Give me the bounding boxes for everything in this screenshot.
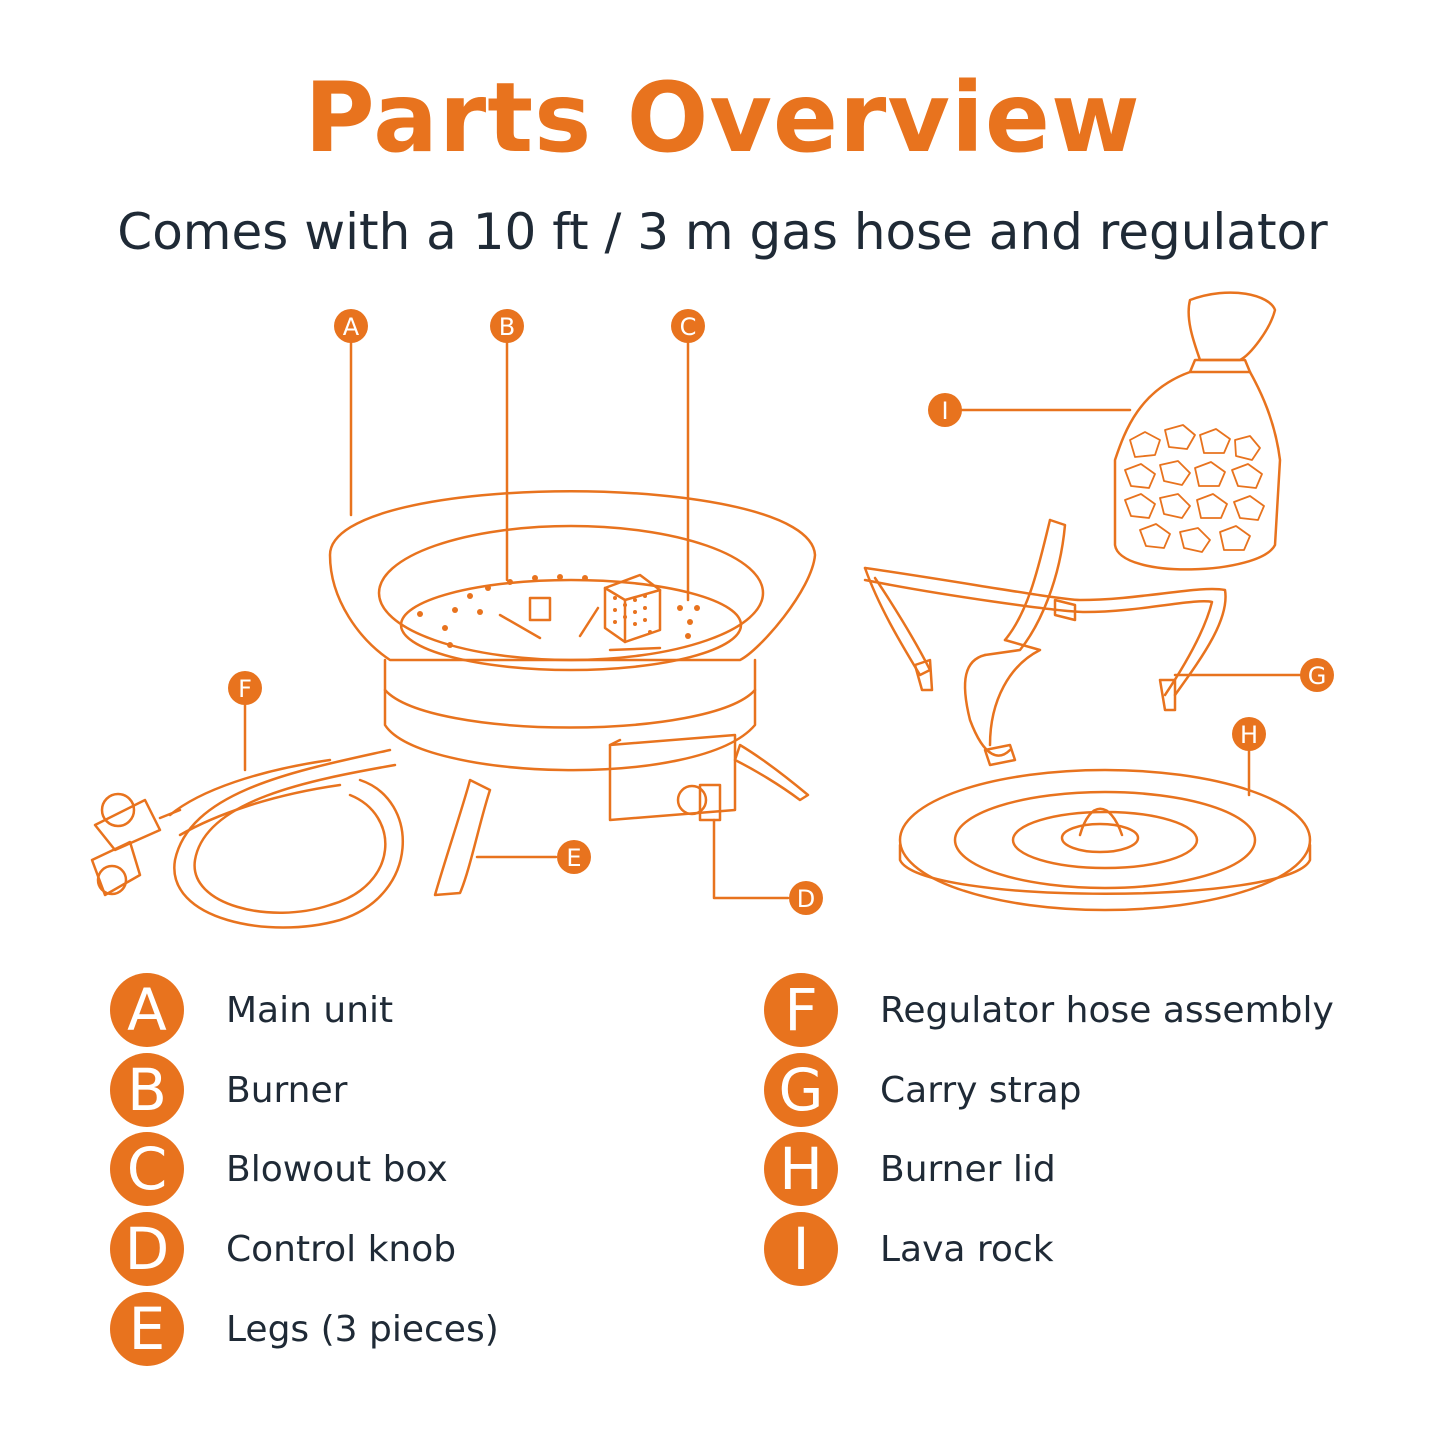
lava-rock-bag-drawing	[1113, 291, 1282, 571]
legend-letter: E	[110, 1292, 184, 1366]
legend-label: Carry strap	[880, 1069, 1082, 1111]
callout-markers: A B C D E F G H	[228, 309, 1334, 915]
legend-letter: A	[110, 973, 184, 1047]
legend-item-f: F Regulator hose assembly	[764, 973, 1334, 1047]
callout-h: H	[1232, 717, 1266, 751]
legend-letter: F	[764, 973, 838, 1047]
callout-a: A	[334, 309, 368, 343]
page-subtitle: Comes with a 10 ft / 3 m gas hose and re…	[117, 203, 1328, 261]
legend-label: Main unit	[226, 989, 394, 1031]
legend-label: Burner lid	[880, 1148, 1056, 1190]
legend-item-a: A Main unit	[110, 973, 393, 1047]
svg-text:D: D	[797, 885, 815, 913]
legend-item-c: C Blowout box	[110, 1132, 448, 1206]
carry-strap-drawing	[863, 518, 1227, 767]
leader-lines	[243, 340, 1302, 900]
legend-label: Lava rock	[880, 1228, 1054, 1270]
legend-letter: D	[110, 1212, 184, 1286]
legend-label: Regulator hose assembly	[880, 989, 1334, 1031]
callout-c: C	[671, 309, 705, 343]
legend-item-i: I Lava rock	[764, 1212, 1054, 1286]
legend-label: Blowout box	[226, 1148, 448, 1190]
callout-i: I	[928, 393, 962, 427]
svg-text:E: E	[566, 844, 581, 872]
callout-g: G	[1300, 658, 1334, 692]
legend-item-b: B Burner	[110, 1053, 347, 1127]
callout-f: F	[228, 671, 262, 705]
legend-label: Legs (3 pieces)	[226, 1308, 499, 1350]
burner-ports-drawing	[417, 574, 700, 648]
lava-rocks-drawing	[1124, 424, 1265, 553]
callout-b: B	[490, 309, 524, 343]
svg-text:I: I	[941, 397, 948, 425]
main-unit-drawing	[328, 490, 817, 897]
svg-text:A: A	[343, 313, 360, 341]
callout-e: E	[557, 840, 591, 874]
callout-d: D	[789, 881, 823, 915]
legend-letter: B	[110, 1053, 184, 1127]
legend-letter: C	[110, 1132, 184, 1206]
legend-item-g: G Carry strap	[764, 1053, 1082, 1127]
legend-label: Control knob	[226, 1228, 457, 1270]
legend-letter: H	[764, 1132, 838, 1206]
page-title: Parts Overview	[304, 62, 1141, 174]
svg-text:G: G	[1308, 662, 1327, 690]
svg-text:F: F	[238, 675, 252, 703]
legend-letter: G	[764, 1053, 838, 1127]
legend-item-h: H Burner lid	[764, 1132, 1056, 1206]
legend-label: Burner	[226, 1069, 348, 1111]
svg-text:C: C	[680, 313, 697, 341]
hose-drawing	[90, 748, 404, 929]
svg-text:H: H	[1240, 721, 1258, 749]
burner-lid-drawing	[898, 768, 1312, 912]
legend-letter: I	[764, 1212, 838, 1286]
legend-item-d: D Control knob	[110, 1212, 456, 1286]
legend-item-e: E Legs (3 pieces)	[110, 1292, 499, 1366]
svg-text:B: B	[499, 313, 515, 341]
